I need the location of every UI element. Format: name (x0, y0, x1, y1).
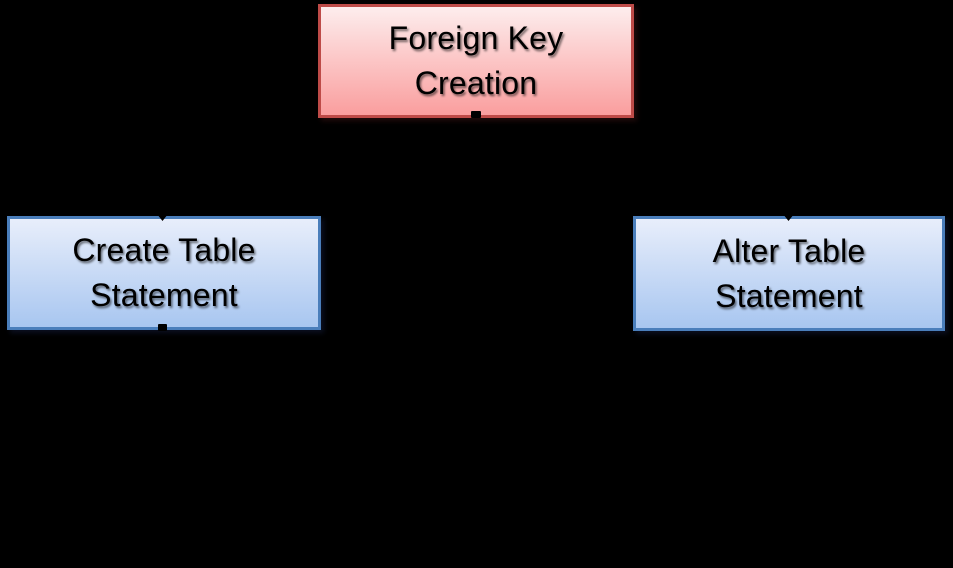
node-create-table-statement: Create Table Statement (7, 216, 321, 330)
node-foreign-key-creation-label: Foreign Key Creation (388, 20, 564, 101)
node-alter-table-statement-label: Alter Table Statement (712, 232, 866, 314)
node-alter-table-statement: Alter Table Statement (633, 216, 945, 331)
node-foreign-key-creation: Foreign Key Creation (318, 4, 634, 118)
connector-arrowhead-icon (157, 214, 168, 221)
connector-arrowhead-icon (783, 214, 794, 221)
connector-stub-icon (471, 111, 481, 118)
connector-stub-icon (158, 324, 167, 331)
node-create-table-statement-label: Create Table Statement (72, 232, 256, 313)
